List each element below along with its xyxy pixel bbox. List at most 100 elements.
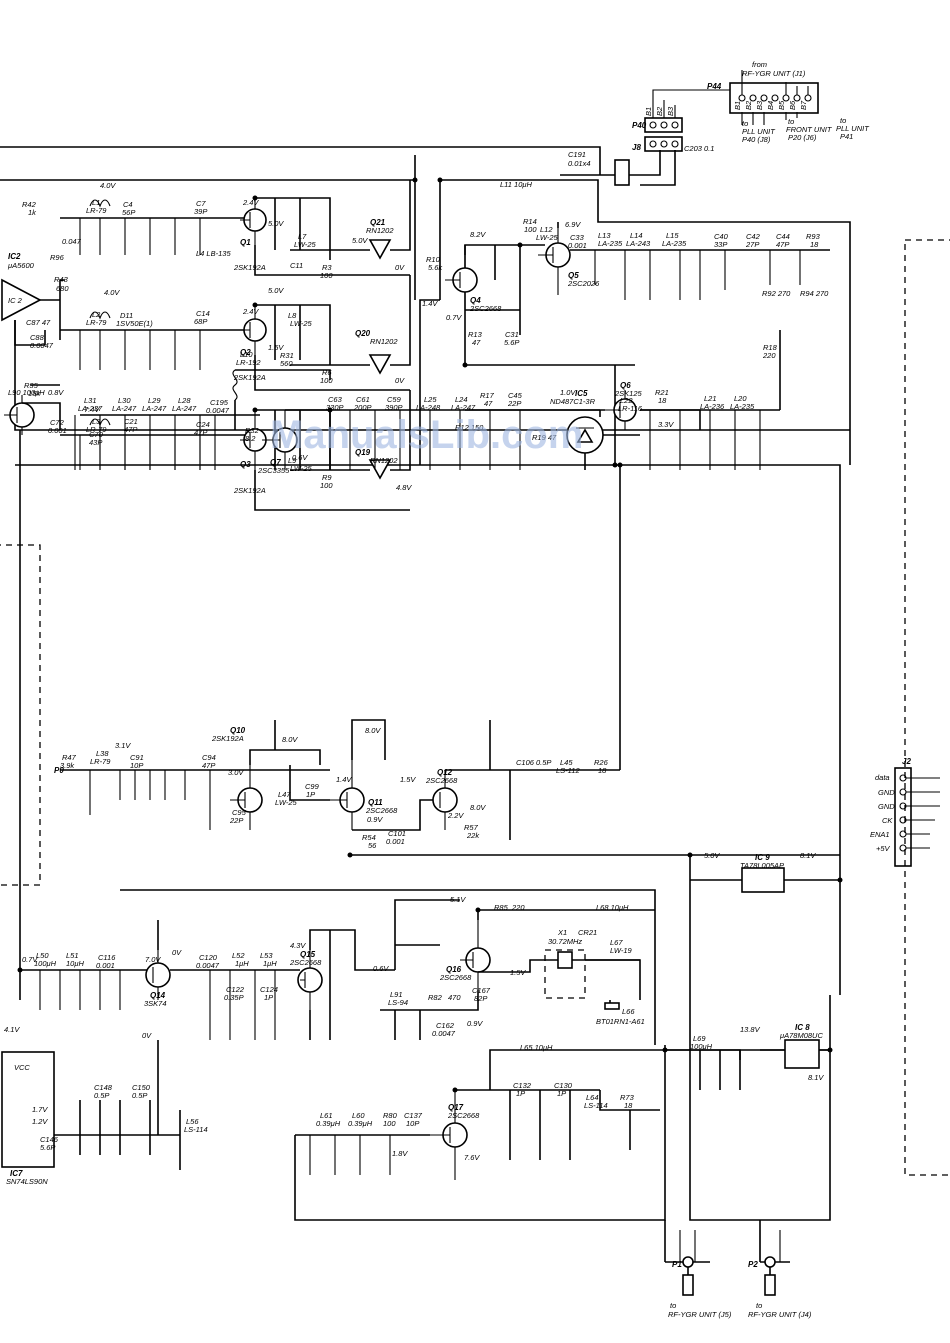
- c116-label: C116: [98, 953, 116, 962]
- r94: R94 270: [800, 289, 829, 298]
- p44-from: from: [752, 60, 767, 69]
- transistor-q11: Q11 2SC2668: [330, 760, 398, 830]
- p1-label: P1: [672, 1260, 682, 1269]
- c195-label: C195: [210, 398, 229, 407]
- l56-part: LS-114: [184, 1125, 208, 1134]
- svg-text:1.5V: 1.5V: [400, 775, 416, 784]
- d11-label: D11: [120, 311, 133, 320]
- l20-part: LA-235: [730, 402, 755, 411]
- q14-part: 3SK74: [144, 999, 167, 1008]
- l29-label: L29: [148, 396, 161, 405]
- l15-part: LA-235: [662, 239, 687, 248]
- svg-text:5.0V: 5.0V: [352, 236, 368, 245]
- c14-value: 68P: [194, 317, 207, 326]
- p44-pin-label: B4: [766, 101, 775, 110]
- p44-pin-label: B5: [777, 100, 786, 110]
- l22-part: LR-116: [618, 404, 643, 413]
- r82-label: R82: [428, 993, 443, 1002]
- c167-label: C167: [472, 986, 491, 995]
- r13-label: R13: [468, 330, 483, 339]
- svg-text:4.3V: 4.3V: [290, 941, 306, 950]
- svg-text:C11: C11: [290, 261, 303, 270]
- svg-text:2.4V: 2.4V: [242, 307, 259, 316]
- l45-label: L45: [560, 758, 573, 767]
- q17-label: Q17: [448, 1103, 464, 1112]
- c33-label: C33: [570, 233, 585, 242]
- r80-value: 100: [383, 1119, 396, 1128]
- r73-value: 18: [624, 1101, 633, 1110]
- p2-unit: RF-YGR UNIT (J4): [748, 1310, 812, 1319]
- r9-label: R9: [322, 473, 332, 482]
- l28-part: LA-247: [172, 404, 197, 413]
- c42-label: C42: [746, 232, 761, 241]
- r93-label: R93: [806, 232, 821, 241]
- c1-label: 0.047: [62, 237, 82, 246]
- q21-part: RN1202: [366, 226, 394, 235]
- r14-label: R14: [523, 217, 537, 226]
- transistor-q7: Q7 2SC3355: [257, 410, 298, 475]
- svg-text:0.9V: 0.9V: [367, 815, 383, 824]
- c88-label: C88: [30, 333, 45, 342]
- c120-value: 0.0047: [196, 961, 220, 970]
- svg-text:4.0V: 4.0V: [104, 288, 120, 297]
- l28-label: L28: [178, 396, 191, 405]
- j2-pin-ena1: ENA1: [870, 830, 890, 839]
- r35-value: 15k: [28, 389, 41, 398]
- l1-label: L1: [92, 198, 100, 207]
- svg-text:5.1V: 5.1V: [450, 895, 466, 904]
- l3-part: LR-79: [86, 425, 107, 434]
- l53-value: 1μH: [263, 959, 277, 968]
- svg-text:2.4V: 2.4V: [242, 198, 259, 207]
- c148-value: 0.5P: [94, 1091, 109, 1100]
- l50-label: L50: [36, 951, 49, 960]
- transistor-q17: Q17 2SC2668: [430, 1090, 480, 1180]
- svg-text:5.0V: 5.0V: [268, 219, 284, 228]
- front-unit-label: FRONT UNIT: [786, 125, 833, 134]
- l22-label: L22: [620, 396, 633, 405]
- ic2: IC 2 IC2 μA5600: [1, 252, 42, 322]
- svg-text:8.1V: 8.1V: [808, 1073, 824, 1082]
- c87: C87 47: [26, 318, 51, 327]
- q17-part: 2SC2668: [447, 1111, 480, 1120]
- r32-value: 8.2: [245, 434, 256, 443]
- r6-label: R6: [322, 368, 332, 377]
- l51-value: 10μH: [66, 959, 84, 968]
- l14-part: LA-243: [626, 239, 651, 248]
- l68: L68 10μH: [596, 903, 629, 912]
- svg-text:VCC: VCC: [14, 1063, 30, 1072]
- c162-value: 0.0047: [432, 1029, 456, 1038]
- l9-label: L9: [288, 456, 297, 465]
- q15-label: Q15: [300, 950, 316, 959]
- c21-value: 47P: [124, 425, 137, 434]
- r54-value: 56: [368, 841, 377, 850]
- svg-text:2.2V: 2.2V: [447, 811, 464, 820]
- l66-label: L66: [622, 1007, 635, 1016]
- connector-p2: P2 to RF-YGR UNIT (J4): [748, 1256, 812, 1319]
- q15-part: 2SC2668: [289, 958, 322, 967]
- transistor-q2: Q2 2SK192A: [233, 305, 267, 382]
- c91-value: 10P: [130, 761, 143, 770]
- q2-part: 2SK192A: [233, 373, 266, 382]
- c150-value: 0.5P: [132, 1091, 147, 1100]
- c137-value: 10P: [406, 1119, 419, 1128]
- row1-filter: [60, 199, 250, 255]
- c122-value: 0.35P: [224, 993, 244, 1002]
- c120-label: C120: [199, 953, 218, 962]
- c61-label: C61: [356, 395, 370, 404]
- c203-label: C203 0.1: [684, 144, 714, 153]
- l69-value: 100μH: [690, 1042, 713, 1051]
- svg-text:1.4V: 1.4V: [336, 775, 352, 784]
- p1-to: to: [670, 1301, 676, 1310]
- ic7: VCC IC7 SN74LS90N: [1, 1051, 55, 1186]
- svg-text:1.8V: 1.8V: [392, 1149, 408, 1158]
- c40-label: C40: [714, 232, 729, 241]
- c4-label: C4: [123, 200, 133, 209]
- q21-label: Q21: [370, 218, 386, 227]
- l11: L11 10μH: [500, 180, 532, 189]
- p40-pin-label: B2: [655, 106, 664, 116]
- c4-value: 56P: [122, 208, 135, 217]
- q4-label: Q4: [470, 296, 481, 305]
- q12-part: 2SC2668: [425, 776, 458, 785]
- p44-pin-label: B6: [788, 100, 797, 110]
- c167-value: 82P: [474, 994, 487, 1003]
